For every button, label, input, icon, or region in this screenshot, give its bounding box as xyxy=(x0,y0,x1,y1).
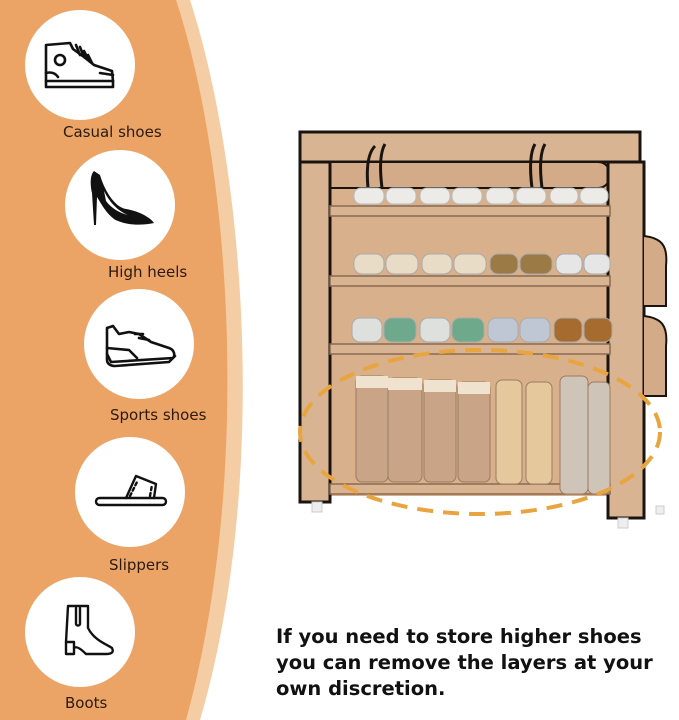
high-heel-icon xyxy=(90,171,154,225)
category-label: High heels xyxy=(108,263,188,281)
category-circle xyxy=(84,289,194,399)
sneaker-icon xyxy=(44,41,115,89)
category-label: Boots xyxy=(65,694,108,712)
shoe-rack-illustration xyxy=(298,130,668,529)
sports-shoe-icon xyxy=(105,324,177,368)
category-circle xyxy=(25,577,135,687)
slipper-icon xyxy=(94,474,168,507)
caption-line-2: you can remove the layers at your xyxy=(276,651,653,674)
removable-layers-caption: If you need to store higher shoes you ca… xyxy=(276,624,676,702)
category-circle xyxy=(65,150,175,260)
caption-line-1: If you need to store higher shoes xyxy=(276,625,642,648)
category-label: Slippers xyxy=(109,556,170,574)
category-circle xyxy=(25,10,135,120)
boots-tier-highlight xyxy=(298,348,662,516)
category-label: Sports shoes xyxy=(110,406,207,424)
boot-icon xyxy=(64,604,114,656)
category-circle xyxy=(75,437,185,547)
category-label: Casual shoes xyxy=(63,123,162,141)
caption-line-3: own discretion. xyxy=(276,677,446,700)
